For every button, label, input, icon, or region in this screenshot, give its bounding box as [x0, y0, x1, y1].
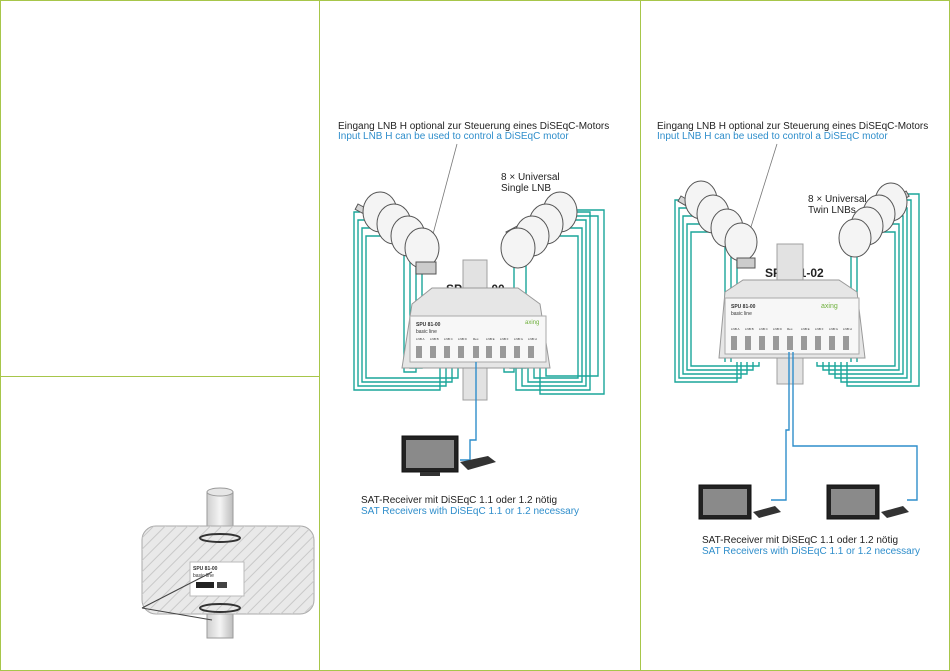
twin-tv-receiver-set-2: [826, 484, 909, 520]
device-line-text: basic line: [416, 329, 437, 335]
twin-lnb-diagram: SPU 81-00 basic line axing LNB A LNB B L…: [674, 143, 920, 520]
svg-text:LNB H: LNB H: [528, 337, 537, 341]
twin-motor-note-de: Eingang LNB H optional zur Steuerung ein…: [657, 121, 929, 132]
device-brand: axing: [525, 320, 539, 326]
svg-text:Rec.: Rec.: [473, 337, 479, 341]
lnb-label-line2: Single LNB: [501, 183, 552, 194]
left-top-panel: [0, 0, 320, 377]
svg-text:LNB D: LNB D: [458, 337, 468, 341]
svg-text:LNB E: LNB E: [801, 327, 810, 331]
svg-text:LNB C: LNB C: [759, 327, 769, 331]
twin-lnb-label-line1: 8 × Universal: [808, 194, 867, 205]
twin-lnb-label-line2: Twin LNBs: [808, 205, 856, 216]
twin-tv-receiver-set-1: [698, 484, 781, 520]
svg-text:LNB B: LNB B: [430, 337, 439, 341]
svg-text:LNB B: LNB B: [745, 327, 754, 331]
mounted-device-illustration: SPU 81-00 basic line: [141, 487, 315, 639]
svg-text:LNB F: LNB F: [815, 327, 824, 331]
single-lnb-diagram: SPU 81-00 basic line axing LNB A LNB B L…: [353, 143, 605, 476]
svg-text:LNB H: LNB H: [843, 327, 852, 331]
twin-receiver-note-en: SAT Receivers with DiSEqC 1.1 or 1.2 nec…: [702, 546, 921, 557]
twin-device-brand: axing: [821, 303, 838, 310]
twin-device-model-text: SPU 81-00: [731, 304, 756, 310]
device-model-label: SPU 81-00: [193, 566, 218, 572]
svg-text:LNB G: LNB G: [514, 337, 524, 341]
svg-text:LNB G: LNB G: [829, 327, 839, 331]
tv-receiver-set: [401, 435, 496, 476]
svg-text:LNB D: LNB D: [773, 327, 783, 331]
svg-text:LNB E: LNB E: [486, 337, 495, 341]
twin-motor-note-en: Input LNB H can be used to control a DiS…: [657, 131, 888, 142]
twin-receiver-note-de: SAT-Receiver mit DiSEqC 1.1 oder 1.2 nöt…: [702, 535, 899, 546]
lnb-label-line1: 8 × Universal: [501, 172, 560, 183]
twin-device-line-text: basic line: [731, 311, 752, 317]
svg-text:LNB A: LNB A: [731, 327, 740, 331]
svg-text:Rec.: Rec.: [787, 327, 793, 331]
svg-text:LNB C: LNB C: [444, 337, 454, 341]
motor-note-en: Input LNB H can be used to control a DiS…: [338, 131, 569, 142]
receiver-note-en: SAT Receivers with DiSEqC 1.1 or 1.2 nec…: [361, 506, 580, 517]
motor-note-de: Eingang LNB H optional zur Steuerung ein…: [338, 121, 610, 132]
svg-text:LNB F: LNB F: [500, 337, 509, 341]
device-model-text: SPU 81-00: [416, 322, 441, 328]
svg-text:LNB A: LNB A: [416, 337, 425, 341]
receiver-note-de: SAT-Receiver mit DiSEqC 1.1 oder 1.2 nöt…: [361, 495, 558, 506]
